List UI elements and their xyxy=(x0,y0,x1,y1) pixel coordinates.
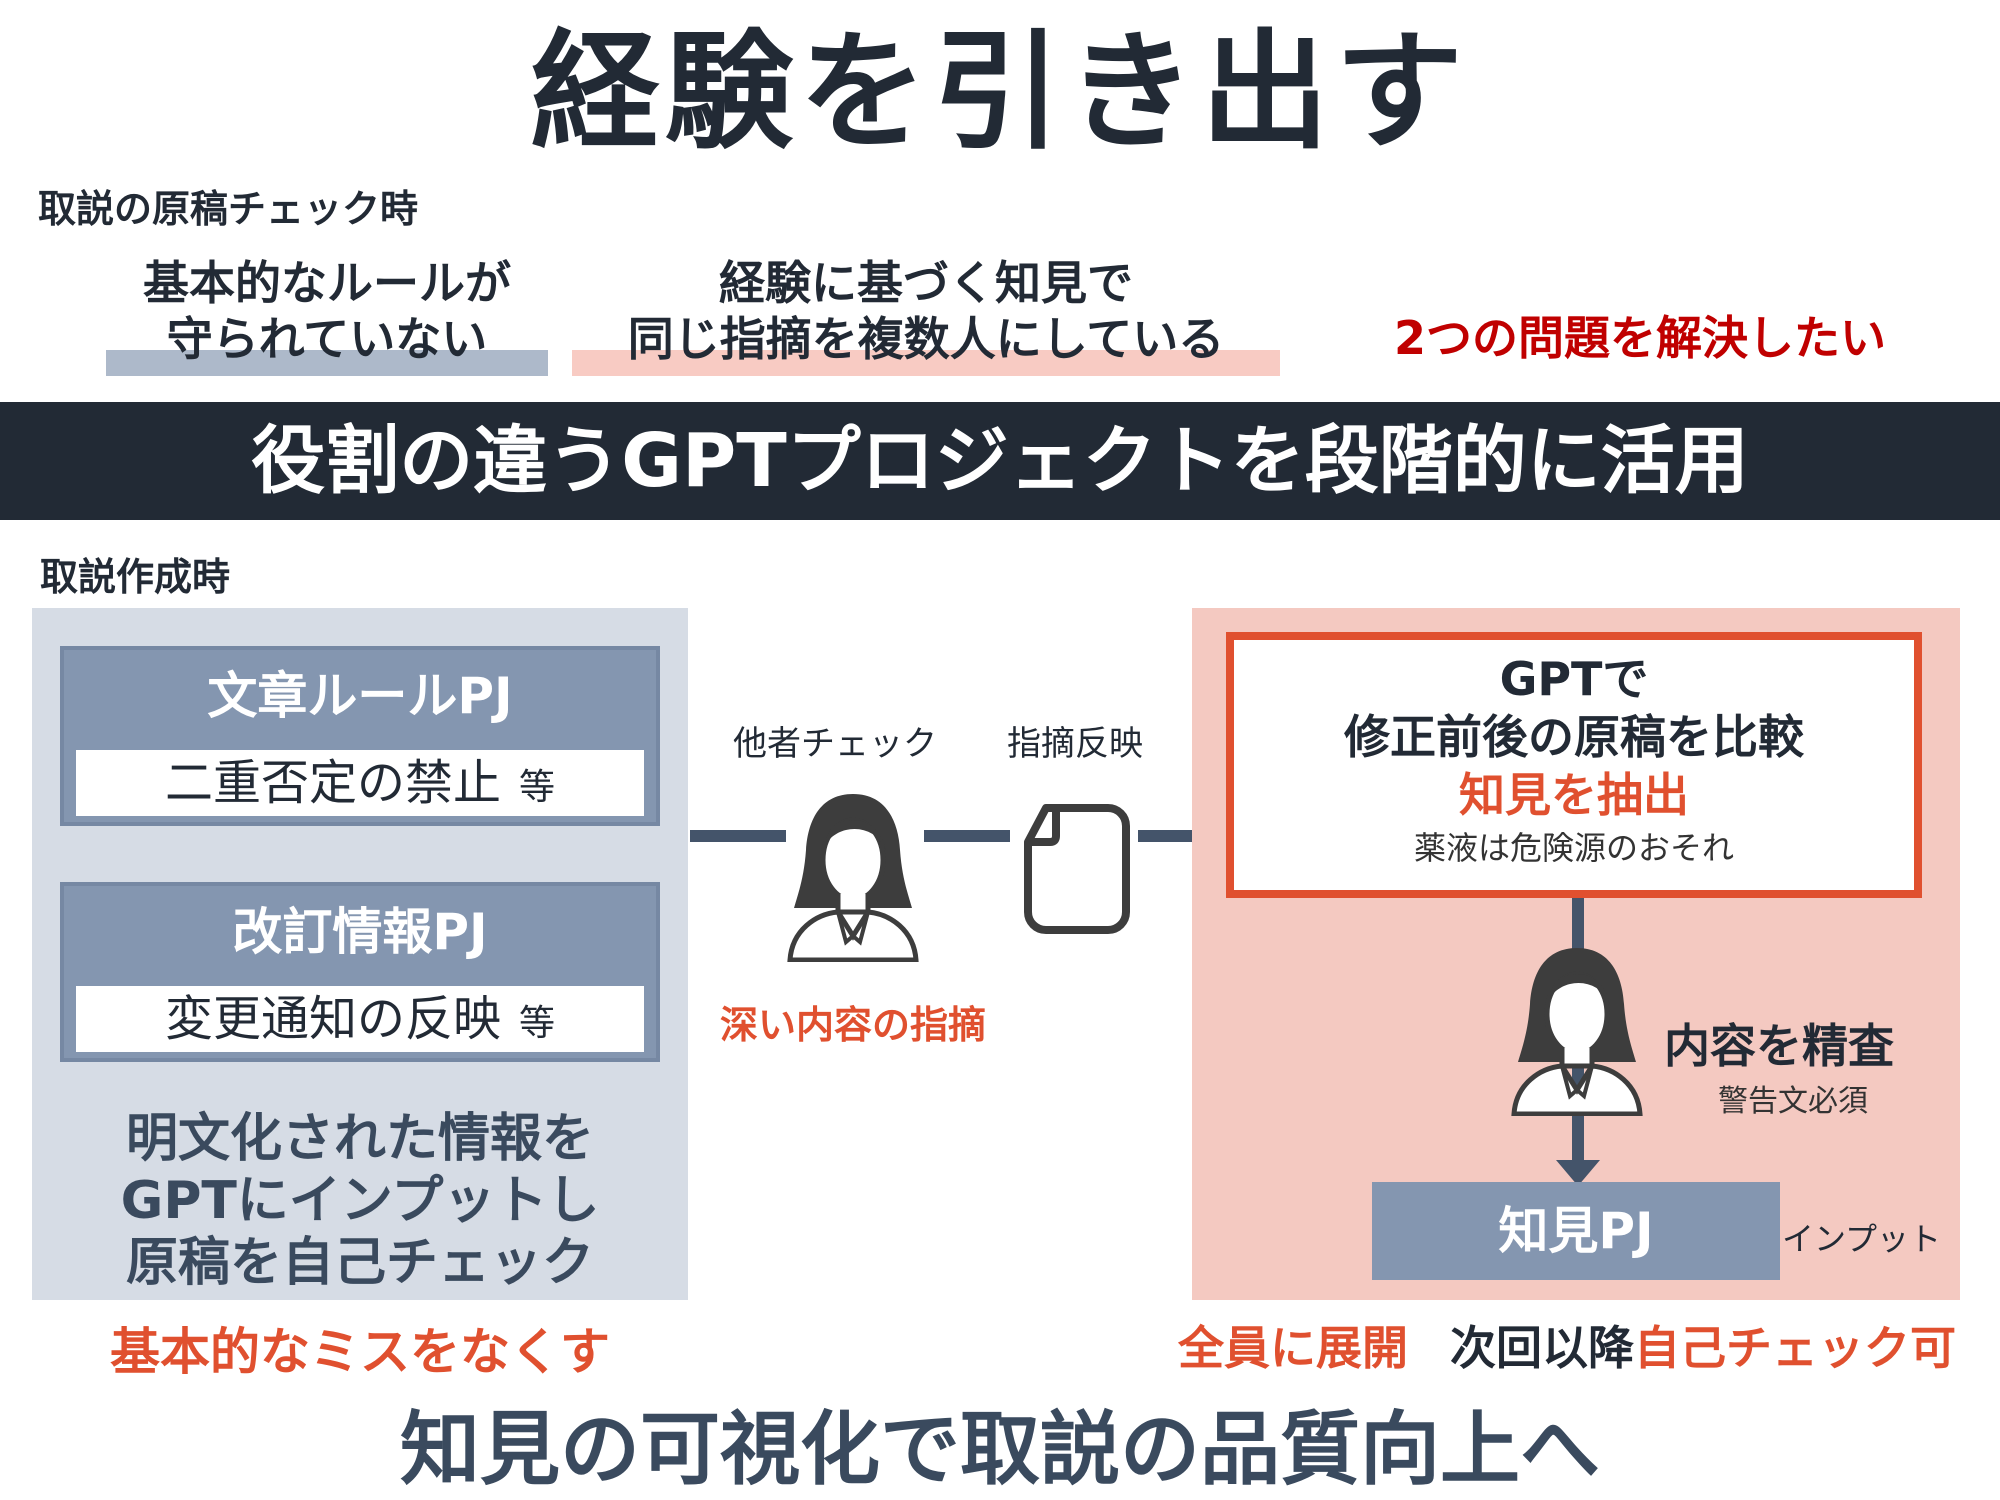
peer-check-label: 他者チェック xyxy=(733,724,937,764)
revision-pj-example: 変更通知の反映等 xyxy=(76,986,644,1052)
left-description-line3: 原稿を自己チェック xyxy=(125,1233,594,1293)
gpt-compare-box: GPTで 修正前後の原稿を比較 知見を抽出 薬液は危険源のおそれ xyxy=(1226,632,1922,898)
knowledge-pj-box: 知見PJ xyxy=(1372,1182,1780,1280)
deep-point-label: 深い内容の指摘 xyxy=(719,1003,986,1047)
review-label: 内容を精査 xyxy=(1664,1019,1894,1073)
gpt-example: 薬液は危険源のおそれ xyxy=(1413,829,1734,867)
right-outcome-share: 全員に展開 xyxy=(1178,1321,1408,1375)
right-outcome-selfcheck: 自己チェック可 xyxy=(1634,1321,1957,1375)
problem-2-highlight xyxy=(572,350,1280,376)
problem-1-line2: 守られていない xyxy=(166,312,488,366)
gpt-line2: 修正前後の原稿を比較 xyxy=(1344,710,1804,764)
right-outcome-next: 次回以降 xyxy=(1450,1321,1635,1375)
bottom-message: 知見の可視化で取説の品質向上へ xyxy=(400,1403,1600,1496)
problem-2-line2: 同じ指摘を複数人にしている xyxy=(627,312,1225,366)
solution-banner: 役割の違うGPTプロジェクトを段階的に活用 xyxy=(0,402,2000,520)
rule-pj-etc: 等 xyxy=(519,767,556,808)
input-label: インプット xyxy=(1782,1220,1942,1258)
revision-pj-title: 改訂情報PJ xyxy=(232,903,488,961)
gpt-line3: 知見を抽出 xyxy=(1459,768,1689,822)
rule-pj-box: 文章ルールPJ 二重否定の禁止等 xyxy=(60,646,660,826)
reflect-label: 指摘反映 xyxy=(1007,724,1143,764)
left-description-line1: 明文化された情報を xyxy=(125,1109,594,1169)
document-icon xyxy=(1024,804,1130,934)
revision-pj-example-text: 変更通知の反映 xyxy=(164,991,501,1047)
rule-pj-example-text: 二重否定の禁止 xyxy=(164,755,501,811)
problem-2-line1: 経験に基づく知見で xyxy=(719,256,1133,310)
left-description-line2: GPTにインプットし xyxy=(120,1171,600,1231)
revision-pj-etc: 等 xyxy=(519,1003,556,1044)
creation-label: 取説作成時 xyxy=(40,555,231,599)
revision-pj-box: 改訂情報PJ 変更通知の反映等 xyxy=(60,882,660,1062)
problem-1-line1: 基本的なルールが xyxy=(143,256,511,310)
problem-1-highlight xyxy=(106,350,548,376)
down-arrow-head-icon xyxy=(1556,1160,1600,1186)
goal-text: 2つの問題を解決したい xyxy=(1393,311,1886,365)
gpt-line1: GPTで xyxy=(1499,652,1649,706)
reviewer-person-icon xyxy=(787,794,919,962)
context-label: 取説の原稿チェック時 xyxy=(38,187,419,231)
left-description: 明文化された情報を GPTにインプットし 原稿を自己チェック xyxy=(40,1108,680,1294)
rule-pj-title: 文章ルールPJ xyxy=(207,667,513,725)
checker-person-icon xyxy=(1511,948,1643,1116)
rule-pj-example: 二重否定の禁止等 xyxy=(76,750,644,816)
connector-2 xyxy=(924,830,1010,842)
review-example: 警告文必須 xyxy=(1718,1084,1868,1119)
problem-1: 基本的なルールが 守られていない xyxy=(80,255,574,367)
connector-1 xyxy=(690,830,786,842)
right-outcome: 全員に展開 次回以降自己チェック可 xyxy=(1178,1312,1956,1378)
left-outcome: 基本的なミスをなくす xyxy=(110,1323,610,1381)
page-title: 経験を引き出す xyxy=(530,18,1469,167)
problem-2: 経験に基づく知見で 同じ指摘を複数人にしている xyxy=(566,255,1286,367)
